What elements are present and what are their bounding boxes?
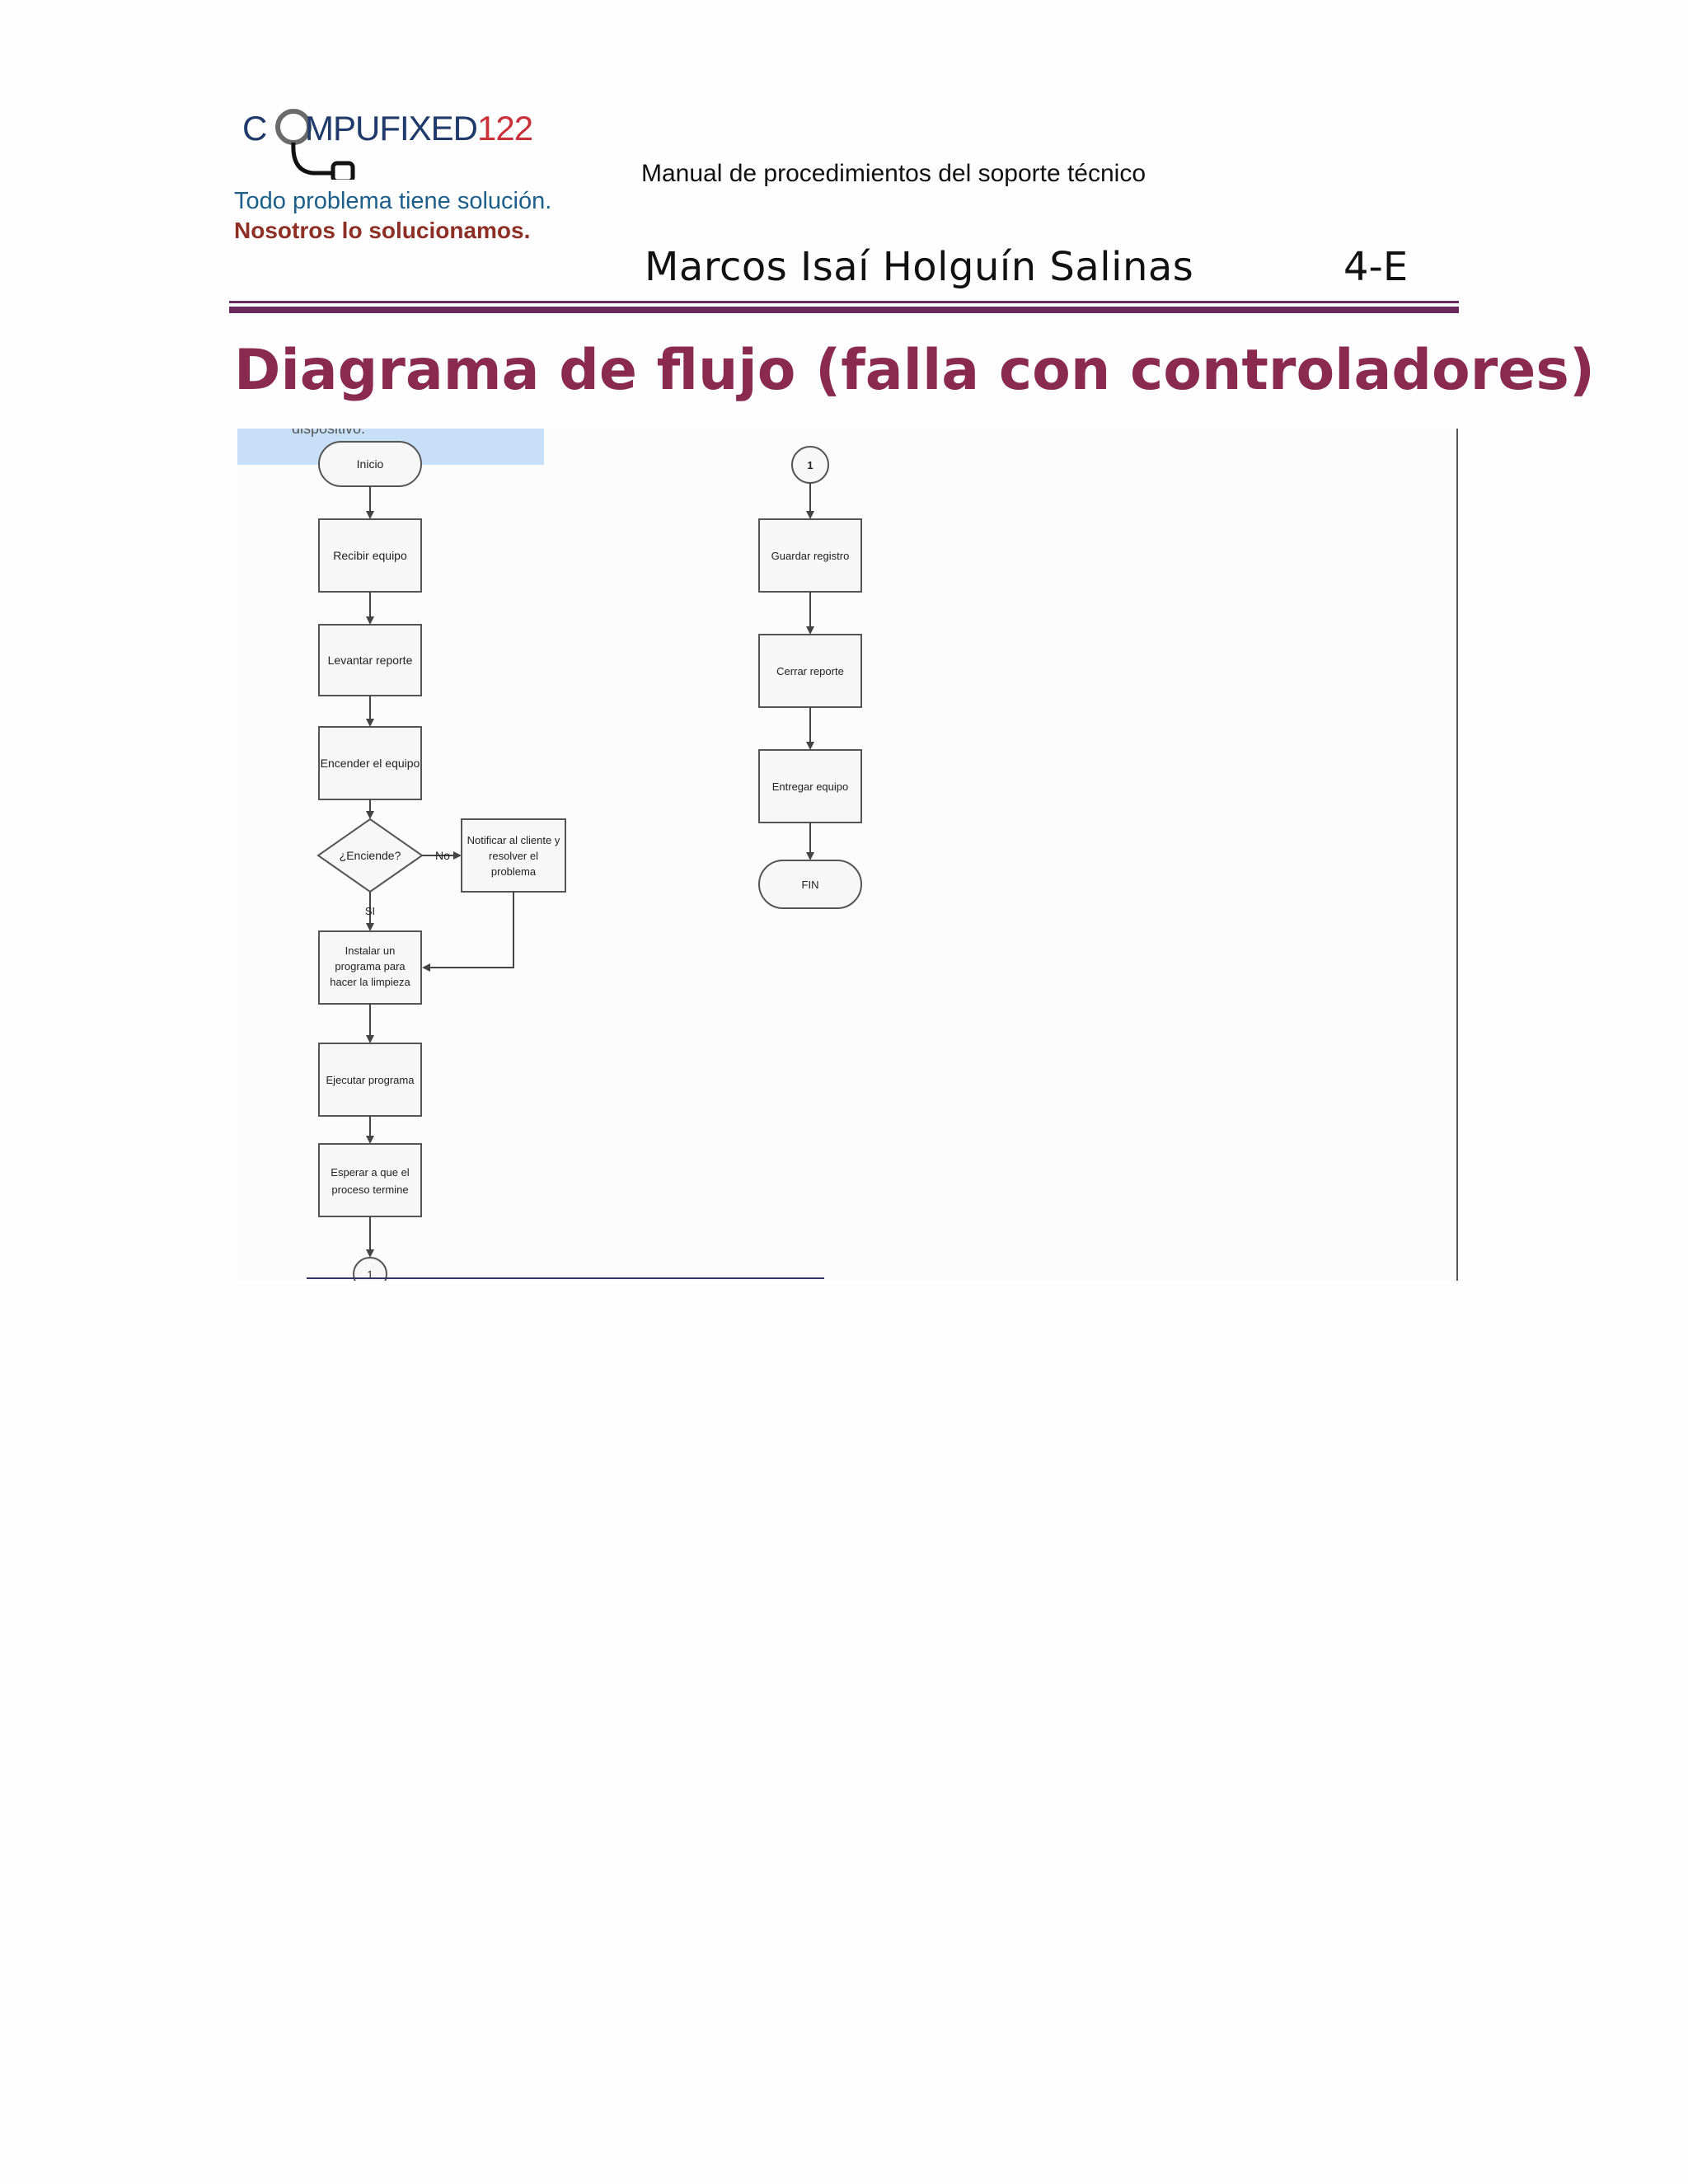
page-title: Diagrama de flujo (falla con controlador… <box>234 338 1595 403</box>
step-poweron-box <box>318 726 422 800</box>
step-wait-box <box>318 1143 422 1217</box>
start-label: Inicio <box>357 457 384 471</box>
step-save-label: Guardar registro <box>771 550 850 562</box>
flowchart-diagram: dispositivo. Inicio Recibir equipo Levan… <box>237 429 1461 1286</box>
company-logo: C MPUFIXED122 <box>237 97 533 180</box>
step-close-label: Cerrar reporte <box>776 665 844 677</box>
step-report-box <box>318 624 422 696</box>
step-poweron-label: Encender el equipo <box>321 757 420 770</box>
connector-out-label: 1 <box>367 1268 373 1281</box>
step-install-box <box>318 930 422 1005</box>
step-wait-label-2: proceso termine <box>331 1183 408 1196</box>
decision-no-label: No <box>435 849 450 862</box>
step-run-box <box>318 1043 422 1117</box>
tagline-line-2: Nosotros lo solucionamos. <box>234 218 531 243</box>
manual-title: Manual de procedimientos del soporte téc… <box>641 160 1146 187</box>
logo-wordmark: MPUFIXED122 <box>305 109 533 148</box>
step-save-box <box>758 518 862 593</box>
logo-main-text: MPUFIXED <box>305 109 478 148</box>
step-receive-label: Recibir equipo <box>333 549 407 562</box>
step-deliver-box <box>758 749 862 823</box>
step-run-label: Ejecutar programa <box>326 1074 415 1086</box>
step-install-label-2: programa para <box>335 960 406 972</box>
end-terminator <box>758 860 862 909</box>
header-rule-thin <box>229 301 1459 303</box>
stethoscope-icon <box>275 109 355 180</box>
step-notify-label-1: Notificar al cliente y <box>467 834 560 846</box>
step-install-label-1: Instalar un <box>345 944 396 957</box>
step-notify-box <box>461 818 566 893</box>
end-label: FIN <box>802 879 819 891</box>
arrow-notify-install <box>422 892 514 972</box>
overlay-text: dispositivo. <box>292 429 365 437</box>
bottom-mask <box>237 1281 1461 1286</box>
author-name: Marcos Isaí Holguín Salinas <box>645 244 1194 290</box>
logo-letter-c: C <box>242 109 268 148</box>
logo-number-text: 122 <box>477 109 533 148</box>
connector-in-label: 1 <box>807 459 813 471</box>
tagline-line-1: Todo problema tiene solución. <box>234 188 552 214</box>
header-rule-thick <box>229 307 1459 313</box>
step-install-label-3: hacer la limpieza <box>330 976 410 988</box>
decision-yes-label: SI <box>365 905 375 917</box>
step-deliver-label: Entregar equipo <box>772 780 849 793</box>
step-notify-label-3: problema <box>491 865 537 878</box>
decision-label: ¿Enciende? <box>340 849 401 862</box>
step-notify-label-2: resolver el <box>489 850 538 862</box>
group-label: 4-E <box>1343 244 1409 290</box>
step-report-label: Levantar reporte <box>328 654 413 667</box>
step-wait-label-1: Esperar a que el <box>331 1166 410 1179</box>
